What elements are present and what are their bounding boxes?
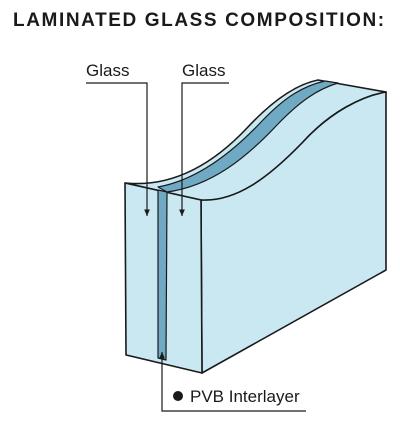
interlayer-bullet-icon — [173, 391, 183, 401]
label-interlayer: PVB Interlayer — [190, 387, 300, 406]
leader-interlayer — [159, 352, 306, 412]
interlayer-front-strip — [157, 189, 168, 361]
diagram-title: LAMINATED GLASS COMPOSITION: — [13, 10, 386, 31]
interlayer-top-band — [157, 80, 339, 193]
label-glass-right: Glass — [182, 61, 225, 80]
leader-glass-right — [179, 82, 229, 216]
label-glass-left: Glass — [86, 61, 129, 80]
leader-glass-left — [86, 82, 150, 216]
glass-side-face — [200, 91, 387, 374]
